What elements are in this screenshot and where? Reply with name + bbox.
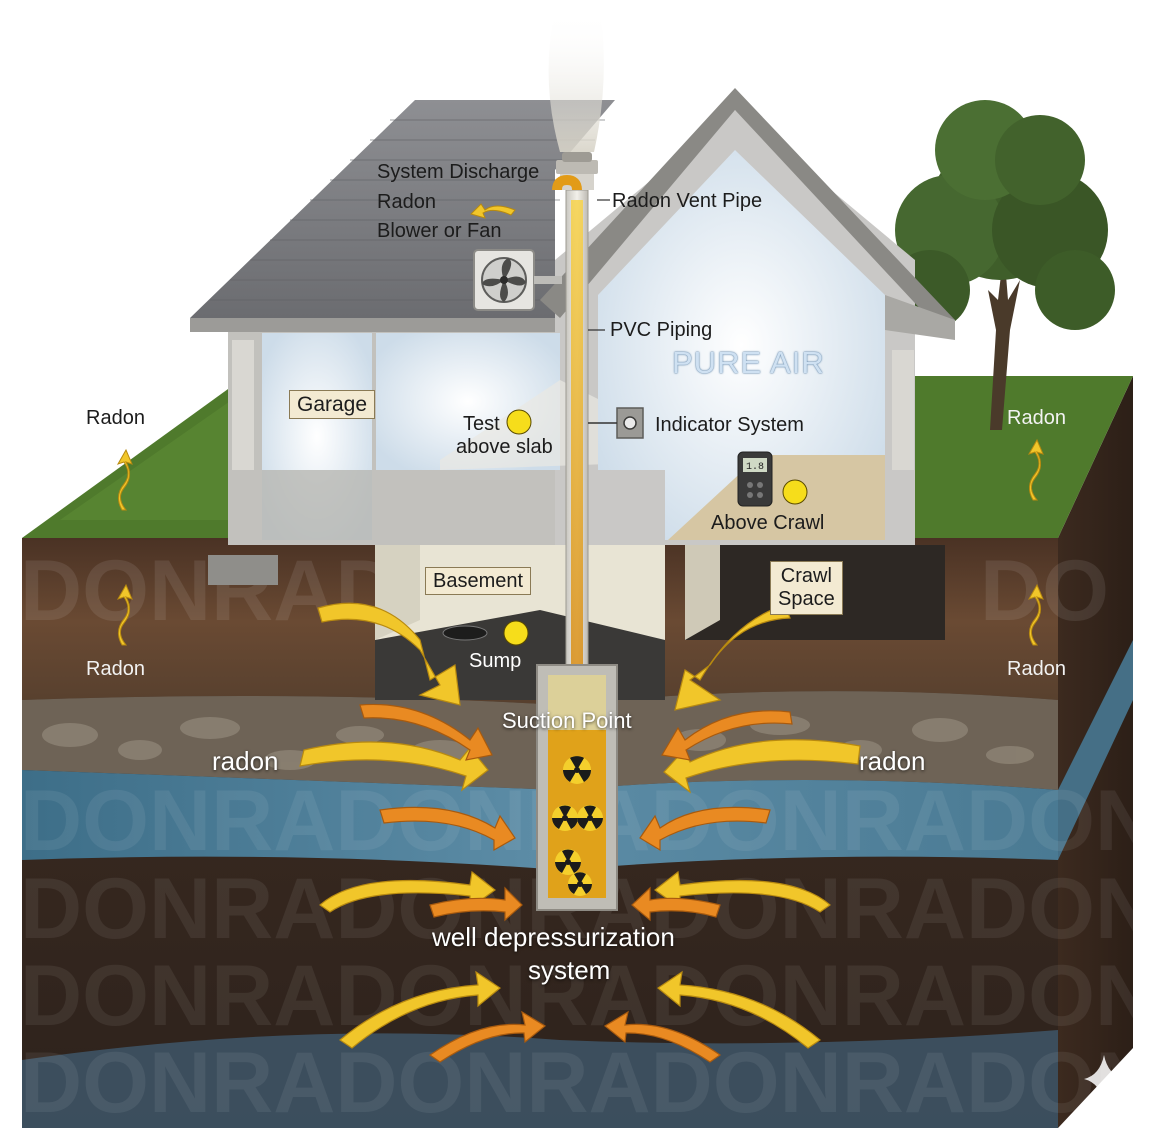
discharge-elbow — [552, 174, 582, 191]
label-system-discharge: System Discharge — [377, 161, 540, 183]
radon-blower-fan — [473, 249, 562, 311]
label-basement: Basement — [425, 567, 532, 595]
tree — [890, 100, 1115, 430]
above-crawl-floor — [668, 455, 885, 540]
radon-meter: 1.8 — [737, 451, 773, 507]
label-blower-line1: Radon — [377, 191, 436, 213]
orange-flow-arrows — [359, 703, 793, 1063]
radon-flow-in-pipe — [571, 200, 583, 670]
label-radon-lower-right: radon — [859, 746, 926, 776]
label-above-crawl: Above Crawl — [711, 512, 825, 534]
label-radon-upper-right: Radon — [1007, 407, 1066, 429]
test-dot-above-slab — [506, 409, 532, 435]
well-top — [548, 675, 606, 730]
pipe-cap — [556, 160, 598, 174]
upper-room-interior — [598, 150, 885, 540]
arrow-crawl-right — [674, 604, 791, 711]
yellow-flow-arrows — [299, 602, 861, 1049]
radiation-symbols — [552, 756, 603, 896]
watermark-row-4: DONRADONRADONRADON — [20, 948, 1157, 1044]
arrow-basement-left — [317, 602, 461, 706]
sump-pit — [442, 625, 488, 641]
crawl-space-wall — [685, 545, 720, 640]
left-pillar — [232, 340, 254, 470]
label-leader-lines — [588, 199, 610, 331]
label-radon-lower-left: radon — [212, 746, 279, 776]
right-pillar — [892, 350, 914, 470]
exhaust-plume — [548, 10, 604, 152]
test-dot-above-crawl — [782, 479, 808, 505]
label-garage: Garage — [289, 390, 376, 419]
label-well-line1: well depressurization — [432, 922, 675, 952]
svg-text:1.8: 1.8 — [746, 462, 764, 473]
label-crawl-space: Crawl Space — [770, 561, 843, 615]
label-vent-pipe: Radon Vent Pipe — [612, 190, 763, 212]
bottom-water-layer — [22, 1030, 1058, 1128]
label-pure-air: PURE AIR — [672, 345, 825, 380]
label-crawl-line2: Space — [778, 588, 835, 610]
label-radon-mid-right: Radon — [1007, 658, 1066, 680]
label-pvc-piping: PVC Piping — [610, 319, 713, 341]
test-dot-sump — [503, 620, 529, 646]
label-sump: Sump — [469, 650, 522, 672]
radon-wiggle-arrows — [116, 203, 1044, 646]
label-radon-mid-left: Radon — [86, 658, 145, 680]
watermark-row-5: DONRADONRADONRADON — [20, 1035, 1157, 1131]
pipe-cap-top — [562, 152, 592, 162]
roof-right-fascia — [885, 295, 955, 340]
label-crawl-line1: Crawl — [780, 565, 832, 587]
label-well-line2: system — [528, 955, 611, 985]
watermark-row-1b: DO — [980, 543, 1109, 639]
label-suction-point: Suction Point — [502, 708, 632, 733]
roof-left-fascia — [190, 318, 555, 332]
left-footing — [208, 555, 278, 585]
garage-floor — [262, 470, 372, 540]
label-radon-upper-left: Radon — [86, 407, 145, 429]
label-indicator-system: Indicator System — [655, 414, 804, 436]
label-blower-line2: Blower or Fan — [377, 220, 502, 242]
label-test-line2: above slab — [456, 436, 553, 458]
sparkle-icon — [1084, 1055, 1124, 1103]
side-water-band — [1058, 640, 1133, 860]
label-test-line1: Test — [463, 413, 500, 435]
